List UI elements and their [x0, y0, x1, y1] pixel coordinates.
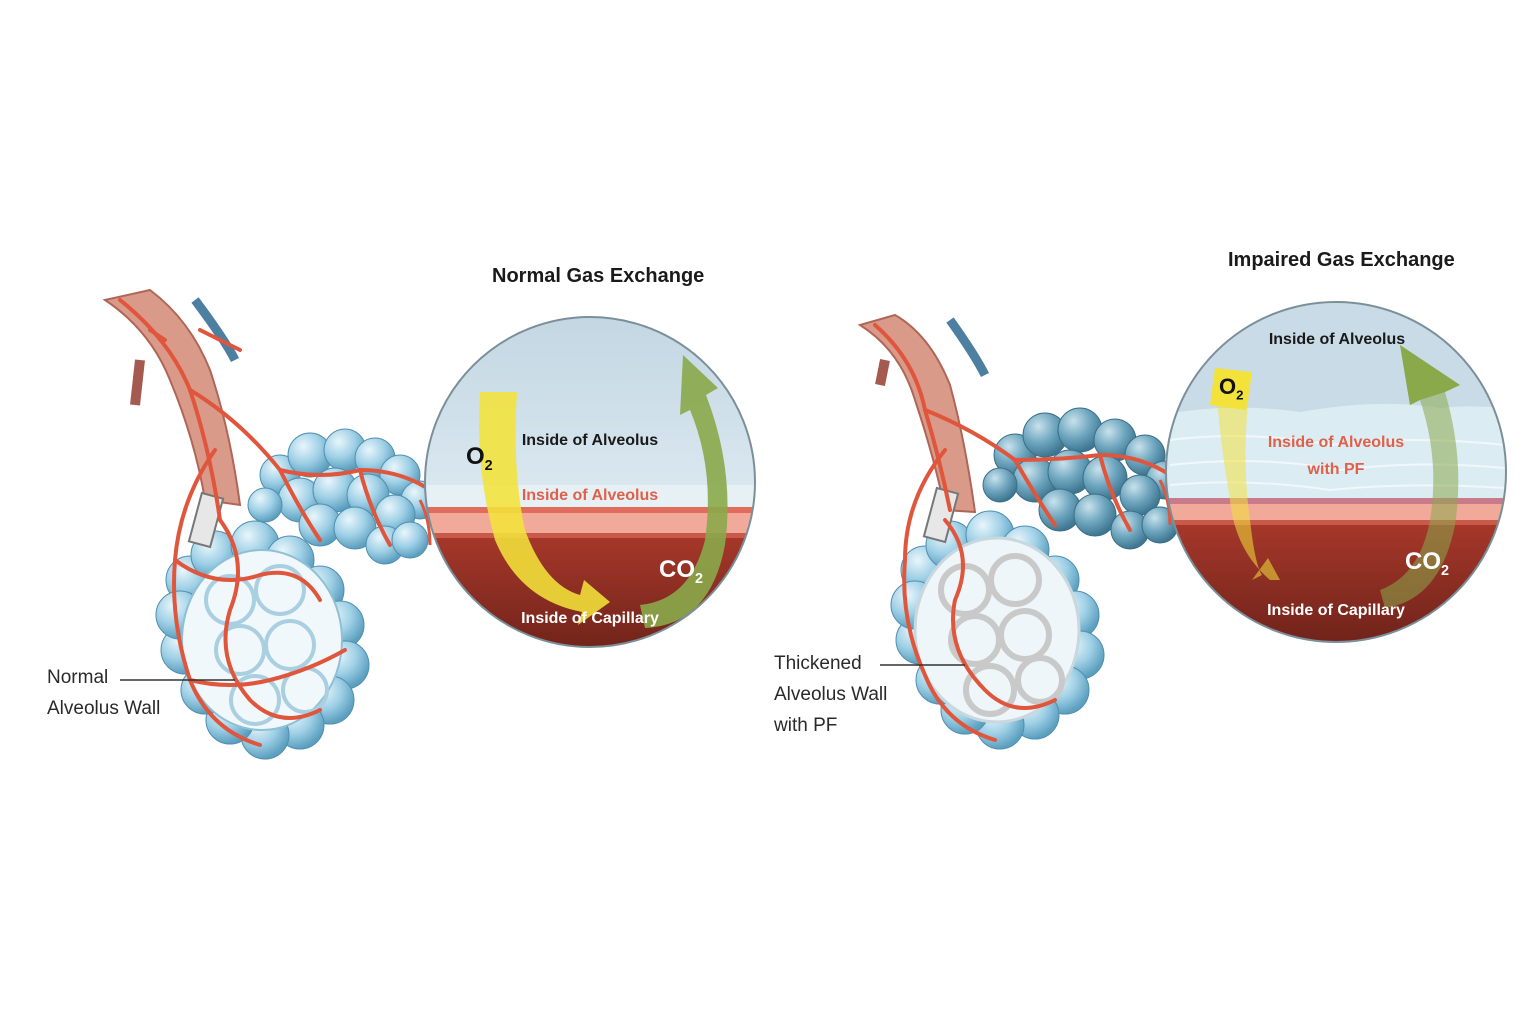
thickened-wall-label: Thickened Alveolus Wall with PF: [774, 648, 887, 741]
normal-alveolus-inside-label: Inside of Alveolus: [521, 432, 659, 449]
impaired-pf-zone-line1: Inside of Alveolus: [1267, 434, 1405, 451]
normal-exchange-circle: [425, 317, 755, 647]
impaired-co2-label: CO2: [1405, 548, 1450, 579]
normal-airway-illustration: [102, 288, 440, 760]
thickened-wall-label-line3: with PF: [774, 715, 838, 736]
impaired-o2-label: O2: [1219, 374, 1244, 403]
impaired-airway-illustration: [857, 313, 1185, 750]
normal-wall-label-line2: Alveolus Wall: [47, 698, 161, 719]
impaired-panel-title: Impaired Gas Exchange: [1228, 249, 1455, 271]
normal-panel-title: Normal Gas Exchange: [492, 265, 705, 287]
normal-o2-label: O2: [466, 443, 493, 474]
impaired-pf-zone-label: Inside of Alveolus with PF: [1260, 429, 1412, 483]
normal-membrane-label: Inside of Alveolus: [521, 487, 659, 504]
normal-co2-label: CO2: [659, 556, 704, 587]
normal-capillary-label: Inside of Capillary: [521, 610, 659, 627]
impaired-capillary-label: Inside of Capillary: [1267, 602, 1405, 619]
normal-wall-label-line1: Normal: [47, 667, 109, 688]
thickened-wall-label-line2: Alveolus Wall: [774, 684, 888, 705]
impaired-pf-zone-line2: with PF: [1307, 461, 1365, 478]
impaired-alveolus-inside-label: Inside of Alveolus: [1268, 331, 1406, 348]
thickened-wall-label-line1: Thickened: [774, 653, 862, 674]
normal-wall-label: Normal Alveolus Wall: [47, 662, 160, 724]
